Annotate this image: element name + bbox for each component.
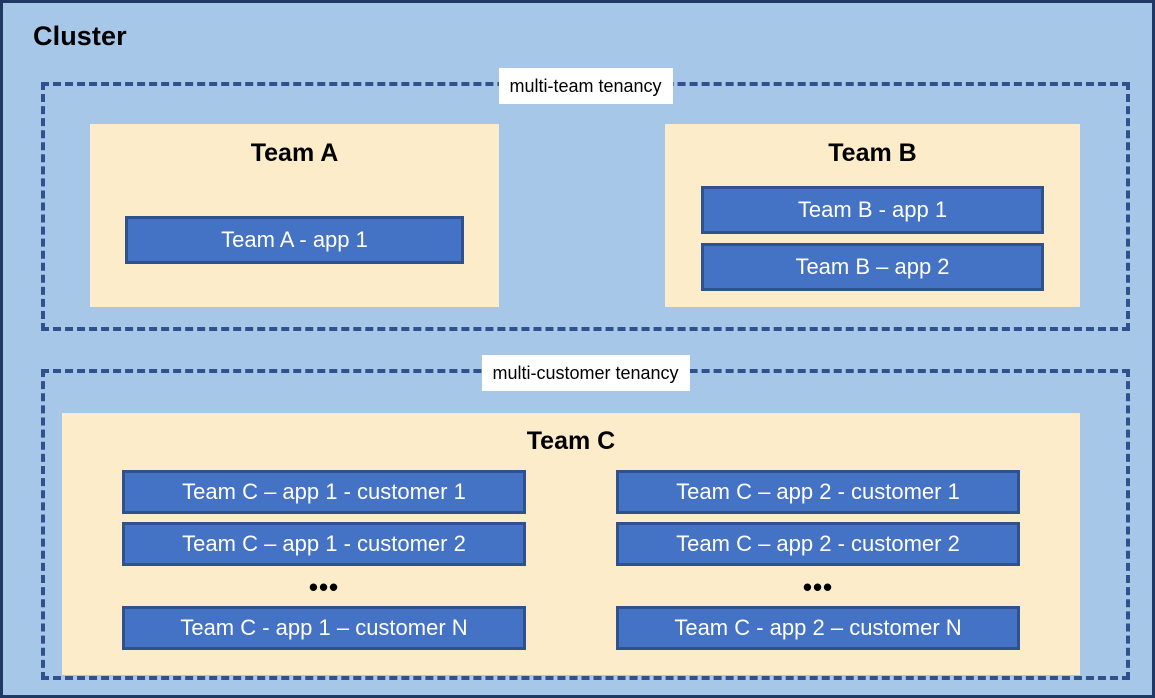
team-panel-team-a: Team A Team A - app 1 [90,124,499,307]
app-box-team-a-app-1[interactable]: Team A - app 1 [125,216,464,264]
tenancy-label-multi-team: multi-team tenancy [498,68,673,104]
app-box-team-c-app-1-customer-n[interactable]: Team C - app 1 – customer N [122,606,526,650]
app-column-team-c-app-2: Team C – app 2 - customer 1 Team C – app… [616,470,1020,650]
tenancy-group-multi-team: multi-team tenancy Team A Team A - app 1… [41,68,1130,331]
team-panel-team-b: Team B Team B - app 1 Team B – app 2 [665,124,1080,307]
app-column-team-c-app-1: Team C – app 1 - customer 1 Team C – app… [122,470,526,650]
tenancy-group-multi-customer: multi-customer tenancy Team C Team C – a… [41,355,1130,680]
app-list-team-a: Team A - app 1 [125,216,464,264]
app-box-team-c-app-1-customer-2[interactable]: Team C – app 1 - customer 2 [122,522,526,566]
team-panel-team-c: Team C Team C – app 1 - customer 1 Team … [62,413,1080,675]
app-box-team-b-app-1[interactable]: Team B - app 1 [701,186,1044,234]
app-box-team-c-app-1-customer-1[interactable]: Team C – app 1 - customer 1 [122,470,526,514]
cluster-title: Cluster [33,21,127,51]
app-box-team-c-app-2-customer-n[interactable]: Team C - app 2 – customer N [616,606,1020,650]
tenancy-label-multi-customer: multi-customer tenancy [481,355,690,391]
team-title-team-c: Team C [526,427,616,455]
team-title-team-a: Team A [250,139,339,167]
team-c-app-columns: Team C – app 1 - customer 1 Team C – app… [62,470,1080,650]
ellipsis-team-c-app-2: ••• [802,572,834,602]
ellipsis-team-c-app-1: ••• [308,572,340,602]
app-box-team-c-app-2-customer-2[interactable]: Team C – app 2 - customer 2 [616,522,1020,566]
app-list-team-b: Team B - app 1 Team B – app 2 [701,186,1044,291]
app-box-team-c-app-2-customer-1[interactable]: Team C – app 2 - customer 1 [616,470,1020,514]
team-title-team-b: Team B [828,139,917,167]
app-box-team-b-app-2[interactable]: Team B – app 2 [701,243,1044,291]
